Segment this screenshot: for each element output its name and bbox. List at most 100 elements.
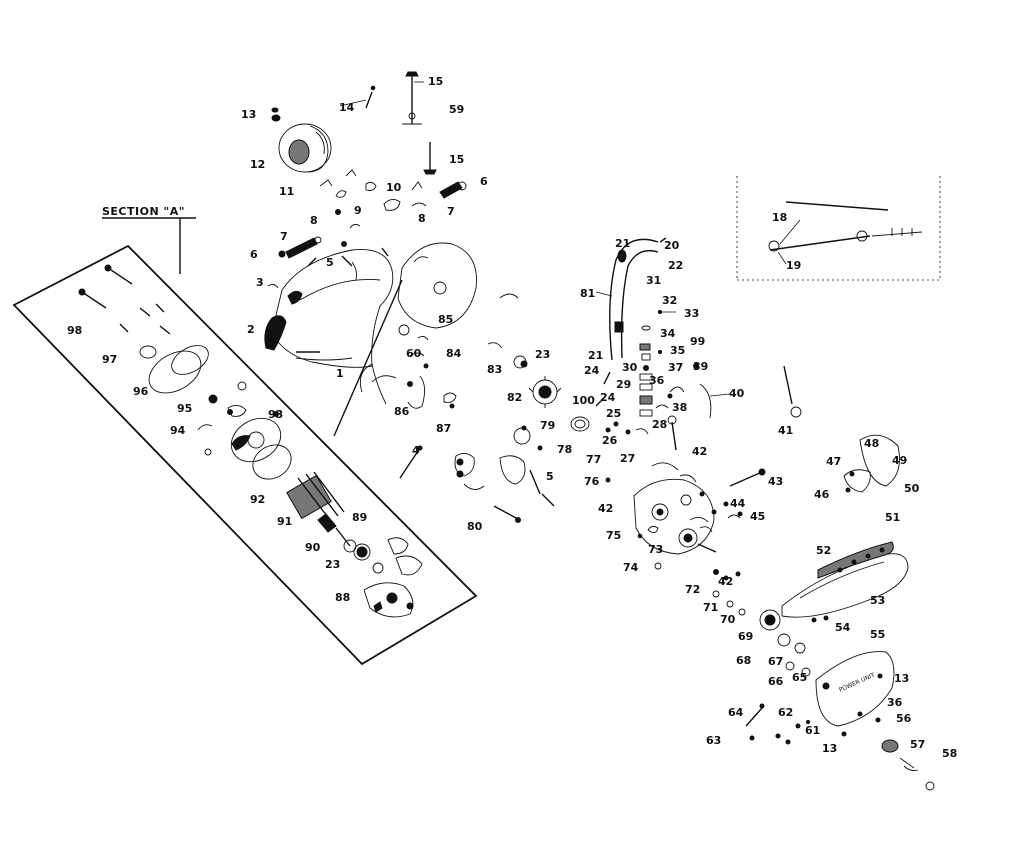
- label-22: 22: [668, 259, 683, 272]
- label-96: 96: [133, 385, 149, 398]
- label-100: 100: [572, 394, 595, 407]
- label-86: 86: [394, 405, 410, 418]
- label-49: 49: [892, 454, 907, 467]
- section-a-group: SECTION "A": [12, 205, 478, 666]
- label-80: 80: [467, 520, 483, 533]
- label-99: 99: [690, 335, 705, 348]
- label-6b: 6: [250, 248, 258, 261]
- label-35: 35: [670, 344, 685, 357]
- inset-group: [736, 176, 941, 418]
- label-21a: 21: [615, 237, 630, 250]
- label-39: 39: [693, 360, 708, 373]
- housing-stamp: POWER UNIT: [838, 672, 876, 694]
- label-38: 38: [672, 401, 687, 414]
- label-97: 97: [102, 353, 117, 366]
- label-52: 52: [816, 544, 831, 557]
- label-65: 65: [792, 671, 807, 684]
- label-55: 55: [870, 628, 885, 641]
- label-42a: 42: [692, 445, 707, 458]
- label-31: 31: [646, 274, 661, 287]
- label-85: 85: [438, 313, 453, 326]
- label-48: 48: [864, 437, 879, 450]
- label-26: 26: [602, 434, 618, 447]
- label-24a: 24: [584, 364, 600, 377]
- label-23b: 23: [325, 558, 340, 571]
- label-8a: 8: [418, 212, 426, 225]
- label-62: 62: [778, 706, 793, 719]
- label-13b: 13: [894, 672, 909, 685]
- label-90: 90: [305, 541, 321, 554]
- label-46: 46: [814, 488, 830, 501]
- label-74: 74: [623, 561, 639, 574]
- section-a-box: [12, 244, 478, 666]
- label-50: 50: [904, 482, 920, 495]
- label-83: 83: [487, 363, 502, 376]
- label-76: 76: [584, 475, 600, 488]
- label-71: 71: [703, 601, 718, 614]
- label-3: 3: [256, 276, 264, 289]
- label-77: 77: [586, 453, 601, 466]
- label-69: 69: [738, 630, 753, 643]
- label-93: 93: [268, 408, 283, 421]
- label-53: 53: [870, 594, 885, 607]
- label-36b: 36: [887, 696, 903, 709]
- label-18: 18: [772, 211, 787, 224]
- label-61: 61: [805, 724, 820, 737]
- label-56: 56: [896, 712, 912, 725]
- label-45: 45: [750, 510, 765, 523]
- label-20: 20: [664, 239, 680, 252]
- label-12: 12: [250, 158, 265, 171]
- label-92: 92: [250, 493, 265, 506]
- label-94: 94: [170, 424, 186, 437]
- label-88: 88: [335, 591, 350, 604]
- label-44: 44: [730, 497, 746, 510]
- handle-assembly: [264, 71, 467, 437]
- label-59: 59: [449, 103, 464, 116]
- label-72: 72: [685, 583, 700, 596]
- label-36a: 36: [649, 374, 665, 387]
- label-81: 81: [580, 287, 595, 300]
- bar-and-guard: POWER UNIT: [745, 434, 935, 791]
- label-15a: 15: [428, 75, 443, 88]
- label-28: 28: [652, 418, 667, 431]
- label-21b: 21: [588, 349, 603, 362]
- label-60: 60: [406, 347, 422, 360]
- label-27: 27: [620, 452, 635, 465]
- label-73: 73: [648, 543, 663, 556]
- label-41: 41: [778, 424, 793, 437]
- label-33: 33: [684, 307, 699, 320]
- label-87: 87: [436, 422, 451, 435]
- label-34: 34: [660, 327, 676, 340]
- label-78: 78: [557, 443, 572, 456]
- label-40: 40: [729, 387, 745, 400]
- label-1: 1: [336, 367, 344, 380]
- label-67: 67: [768, 655, 783, 668]
- label-70: 70: [720, 613, 736, 626]
- label-29: 29: [616, 378, 631, 391]
- tube-assembly: [570, 237, 712, 483]
- label-84: 84: [446, 347, 462, 360]
- part-labels: 15 14 59 13 12 15 6 11 10 9 7 8 8 7 6 5 …: [67, 75, 957, 760]
- label-7b: 7: [280, 230, 288, 243]
- label-89: 89: [352, 511, 367, 524]
- gear-case-parts: [359, 242, 562, 523]
- label-37: 37: [668, 361, 683, 374]
- label-8b: 8: [310, 214, 318, 227]
- label-13c: 13: [822, 742, 837, 755]
- label-32: 32: [662, 294, 677, 307]
- label-82: 82: [507, 391, 522, 404]
- label-51: 51: [885, 511, 900, 524]
- label-68: 68: [736, 654, 751, 667]
- label-14: 14: [339, 101, 355, 114]
- label-19: 19: [786, 259, 801, 272]
- label-25: 25: [606, 407, 621, 420]
- label-5a: 5: [326, 256, 334, 269]
- label-10: 10: [386, 181, 402, 194]
- label-43: 43: [768, 475, 783, 488]
- label-54: 54: [835, 621, 851, 634]
- label-95: 95: [177, 402, 192, 415]
- label-79: 79: [540, 419, 555, 432]
- label-2: 2: [247, 323, 255, 336]
- label-66: 66: [768, 675, 784, 688]
